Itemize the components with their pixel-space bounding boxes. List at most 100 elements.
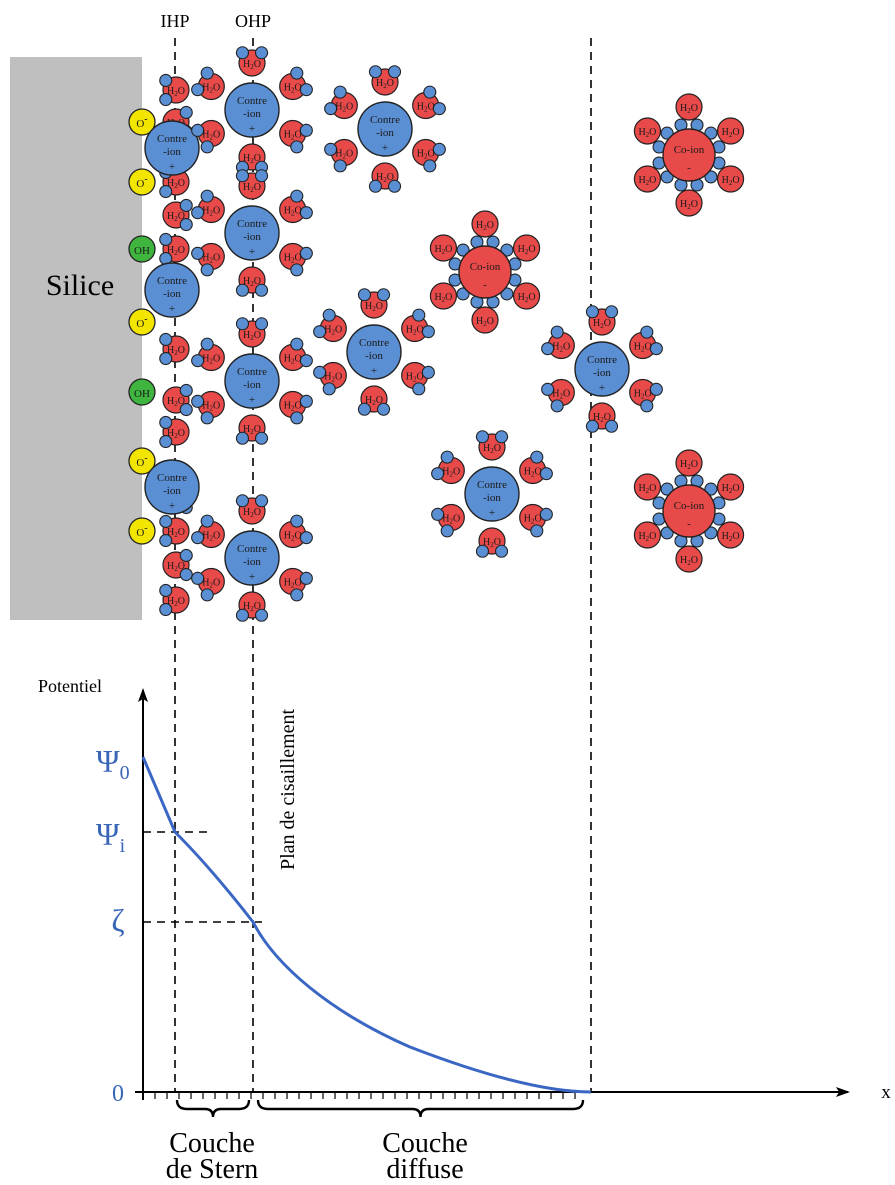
water-label: H2O [167, 527, 185, 539]
hydrogen-atom [550, 325, 564, 339]
water-molecule: H2O [471, 210, 499, 238]
water-molecule: H2O [235, 317, 269, 348]
hydrogen-atom [431, 467, 445, 481]
oxygen-atom [429, 282, 458, 310]
water-label: H2O [406, 372, 424, 384]
water-label: H2O [324, 325, 342, 337]
hydrogen-atom [660, 170, 674, 184]
hydrogen-atom [530, 524, 544, 538]
plan-label: Plan de cisaillement [277, 708, 299, 870]
water-molecule: H2O [162, 383, 193, 417]
hydrogen-atom [235, 608, 250, 622]
oxide-circle [128, 168, 156, 196]
hydrogen-atom [235, 169, 250, 183]
zeta-label: ζ [111, 902, 124, 938]
hydroxyl-group: OH [128, 378, 156, 406]
water-label: H2O [243, 153, 261, 165]
water-molecule: H2O [519, 503, 553, 538]
counter-ion-label: -ion [376, 127, 394, 139]
potential-axes [135, 688, 850, 1100]
water-molecule: H2O [191, 189, 225, 224]
water-label: H2O [284, 401, 302, 413]
oxygen-atom [716, 521, 745, 549]
water-label: H2O [243, 601, 261, 613]
oxygen-atom [633, 165, 662, 193]
counter-ion-label: -ion [163, 485, 181, 497]
counter-ion-core [357, 101, 413, 157]
water-label: H2O [167, 86, 185, 98]
oxide-group: O- [128, 308, 156, 336]
diffuse-brace [256, 1099, 585, 1118]
water-label: H2O [524, 514, 542, 526]
hydrogen-atom [500, 287, 514, 301]
water-label: H2O [202, 130, 220, 142]
water-label: H2O [518, 244, 536, 256]
water-label: H2O [442, 514, 460, 526]
water-label: H2O [434, 292, 452, 304]
counter-ion-label: -ion [163, 288, 181, 300]
hydrogen-atom [421, 325, 435, 339]
water-label: H2O [167, 245, 185, 257]
water-molecule: H2O [429, 234, 458, 262]
hydrogen-atom [500, 243, 514, 257]
water-label: H2O [476, 220, 494, 232]
water-molecule: H2O [235, 591, 269, 622]
water-label: H2O [202, 354, 220, 366]
water-molecule: H2O [324, 138, 358, 173]
water-label: H2O [406, 325, 424, 337]
water-label: H2O [680, 199, 698, 211]
counter-ion-sign: + [371, 365, 377, 377]
hydrogen-atom [235, 317, 250, 331]
hydrogen-atom [604, 305, 619, 319]
counter-ion-label: Contre [237, 366, 267, 378]
water-label: H2O [722, 175, 740, 187]
hydrogen-atom [200, 588, 214, 602]
hydrogen-atom [159, 332, 173, 347]
water-molecule: H2O [235, 46, 269, 77]
hydrogen-atom [254, 431, 269, 445]
hydrogen-atom [191, 531, 205, 545]
hydrogen-atom [159, 533, 173, 548]
oxide-group: O- [128, 168, 156, 196]
counter-ion: Contre-ion+ [144, 262, 200, 318]
water-molecule: H2O [235, 266, 269, 297]
counter-ion-label: Contre [157, 472, 187, 484]
co-ion-sign: - [687, 162, 691, 174]
counter-ion-core [224, 82, 280, 138]
hydrogen-atom [541, 342, 555, 356]
water-label: H2O [202, 206, 220, 218]
hydrogen-atom [704, 126, 718, 140]
hydrogen-atom [313, 325, 327, 339]
counter-ion-core [144, 262, 200, 318]
oxide-circle [128, 447, 156, 475]
psi0-symbol: Ψ0 [96, 743, 130, 784]
water-label: H2O [167, 211, 185, 223]
water-molecule: H2O [629, 378, 663, 413]
x-axis-ticks [142, 1092, 576, 1099]
hydrogen-atom [191, 354, 205, 368]
hydrogen-atom [159, 434, 173, 449]
counter-ion-sign: + [382, 142, 388, 154]
zero-label: 0 [112, 1081, 124, 1107]
hydrogen-atom [412, 308, 426, 322]
oxygen-atom [675, 545, 703, 573]
water-molecule: H2O [519, 450, 553, 485]
stern-label-2: de Stern [166, 1154, 259, 1185]
hydroxyl-group: OH [128, 235, 156, 263]
ihp-label: IHP [160, 11, 189, 31]
hydrogen-atom [254, 283, 269, 297]
water-molecule: H2O [431, 503, 465, 538]
hydrogen-atom [585, 305, 600, 319]
hydrogen-atom [440, 524, 454, 538]
surface-group-label: O- [136, 114, 147, 130]
counter-ion-label: -ion [593, 367, 611, 379]
water-label: H2O [243, 330, 261, 342]
water-label: H2O [417, 102, 435, 114]
hydrogen-atom [423, 159, 437, 173]
hydrogen-atom [159, 583, 173, 598]
water-label: H2O [284, 83, 302, 95]
